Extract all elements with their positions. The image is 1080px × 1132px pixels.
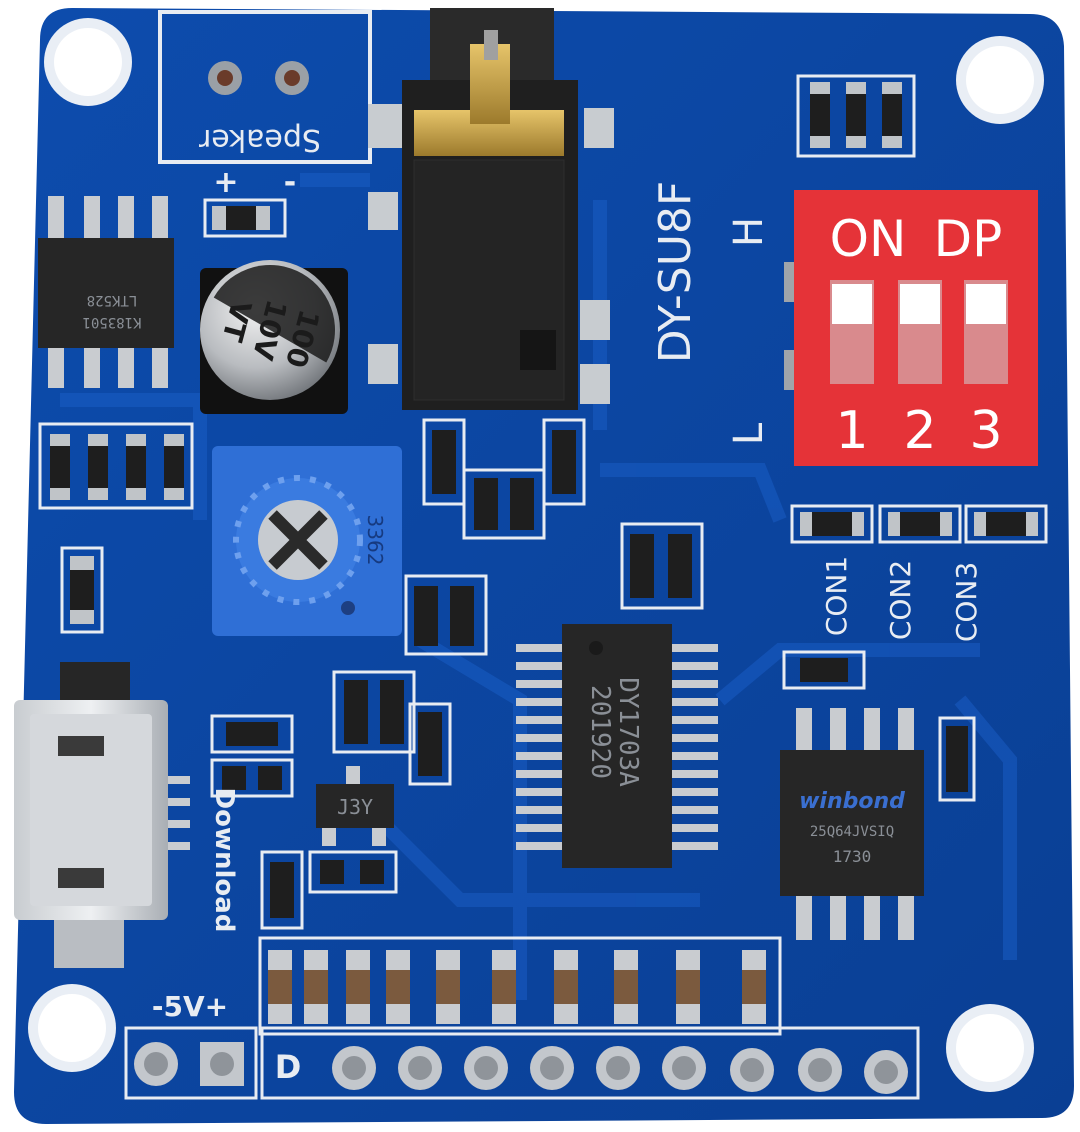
amp-chip-line1: LTK528 xyxy=(87,292,138,308)
flash-chip-line2: 1730 xyxy=(833,847,872,866)
dip-switch-1[interactable] xyxy=(830,280,874,384)
con-resistors xyxy=(790,504,1048,544)
speaker-minus-label: - xyxy=(284,165,296,200)
header-pins: D xyxy=(124,1026,920,1100)
audio-jack xyxy=(368,8,614,410)
bottom-components xyxy=(258,850,782,1036)
speaker-label: Speaker xyxy=(198,122,321,157)
power-pin-gnd xyxy=(134,1042,178,1086)
dip-dp-label: DP xyxy=(934,210,1003,268)
main-chip-line1: DY1703A xyxy=(613,677,643,787)
flash-chip: winbond 25Q64JVSIQ 1730 xyxy=(780,708,924,940)
board-model-label: DY-SU8F xyxy=(650,181,701,363)
electrolytic-capacitor: 100 10V VT xyxy=(200,260,348,414)
trimmer-potentiometer[interactable]: 3362 xyxy=(212,446,402,636)
amp-chip-line2: K183501 xyxy=(82,314,141,330)
trimmer-code: 3362 xyxy=(363,515,387,566)
dip-switch[interactable]: ON DP 1 2 3 xyxy=(784,190,1038,466)
con2-label: CON2 xyxy=(884,560,917,640)
power-label: -5V+ xyxy=(152,990,228,1023)
speaker-plus-label: + xyxy=(213,165,238,200)
dip-low-label: L xyxy=(726,422,772,445)
dip-switch-3[interactable] xyxy=(964,280,1008,384)
main-chip-line2: 201920 xyxy=(585,685,615,779)
download-label: Download xyxy=(209,788,239,933)
main-chip: DY1703A 201920 xyxy=(516,624,718,868)
flash-chip-brand: winbond xyxy=(799,789,905,814)
amplifier-chip: LTK528 K183501 xyxy=(38,196,174,388)
transistor: J3Y xyxy=(308,766,398,894)
resistor-r1 xyxy=(203,198,287,238)
dip-high-label: H xyxy=(726,217,772,247)
usb-port[interactable] xyxy=(14,662,190,968)
dip-number-1: 1 xyxy=(835,401,868,461)
mounting-holes xyxy=(28,18,1044,1092)
resistor-group-left xyxy=(38,422,194,634)
transistor-code: J3Y xyxy=(337,795,373,819)
flash-chip-line1: 25Q64JVSIQ xyxy=(810,824,894,840)
con1-label: CON1 xyxy=(820,556,853,636)
main-chip-pins xyxy=(516,644,718,850)
dip-number-2: 2 xyxy=(903,401,936,461)
smd-left-middle xyxy=(210,670,452,798)
pin-marker-label: D xyxy=(275,1048,302,1086)
con3-label: CON3 xyxy=(950,562,983,642)
dip-switch-2[interactable] xyxy=(898,280,942,384)
power-pin-vcc xyxy=(200,1042,244,1086)
resistor-array-top xyxy=(796,74,916,158)
speaker-connector: Speaker + - xyxy=(158,10,372,200)
dip-on-label: ON xyxy=(830,210,907,268)
dip-number-3: 3 xyxy=(969,401,1002,461)
smd-middle xyxy=(404,418,976,802)
